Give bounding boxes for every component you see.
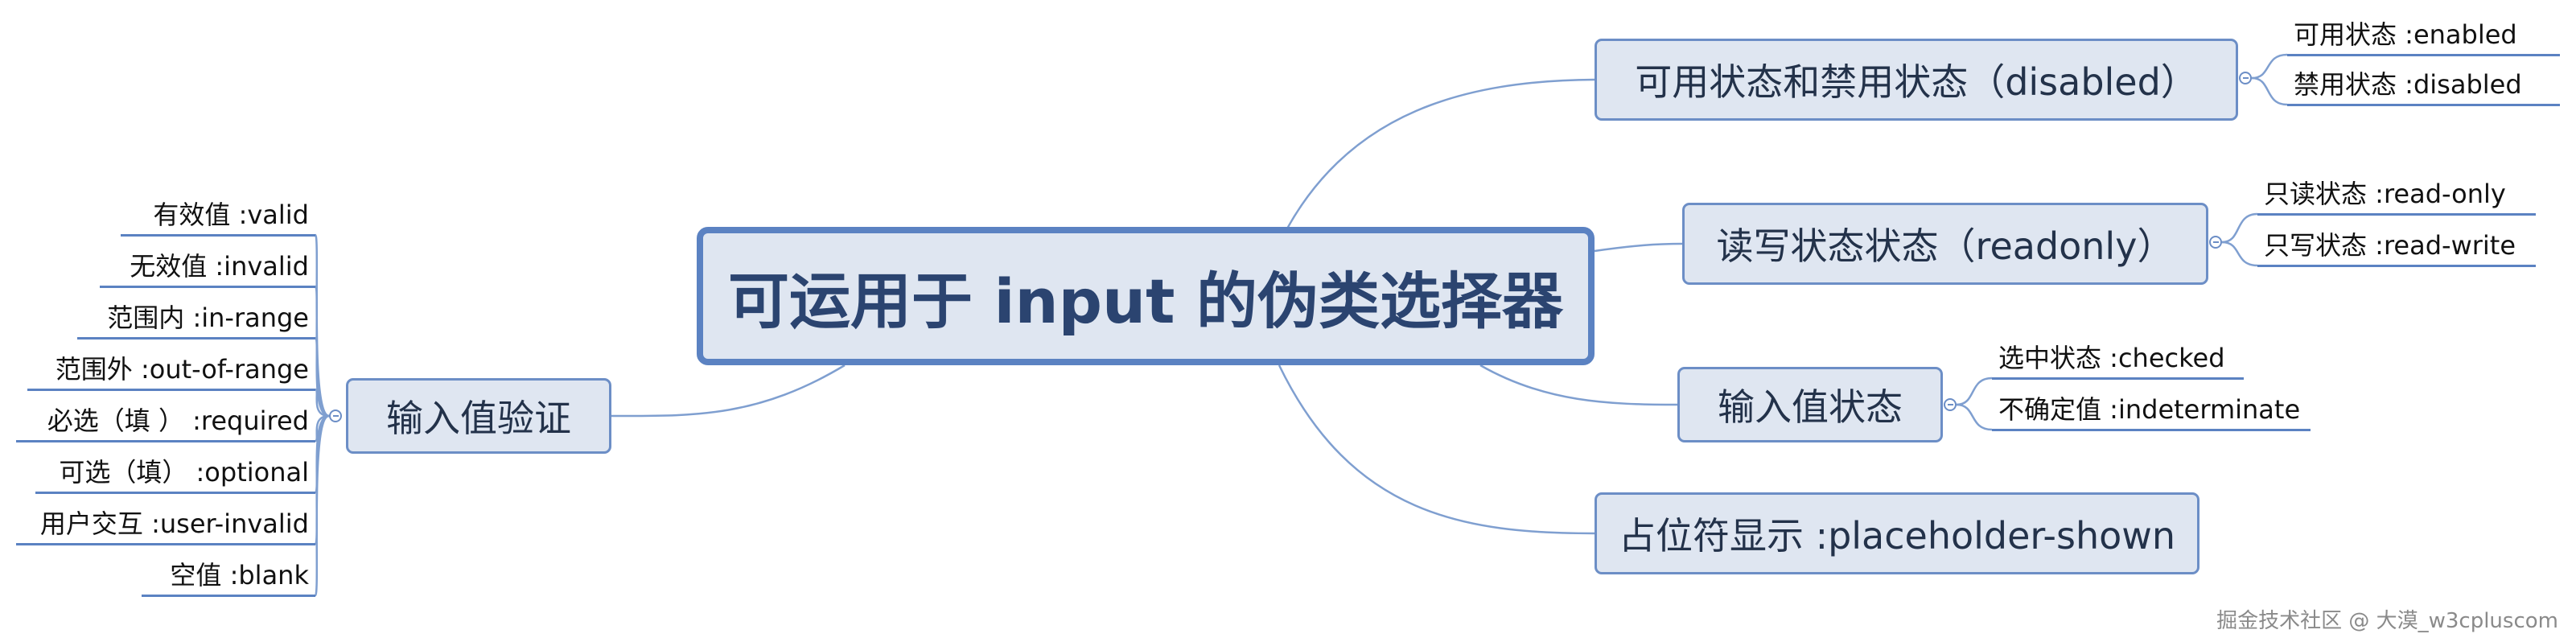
leaf-indeterminate-label: 不确定值 :indeterminate — [1998, 393, 2301, 425]
leaf-out-of-range-label: 范围外 :out-of-range — [55, 353, 309, 385]
connector-root-disabled — [1286, 78, 1595, 229]
leaf-enabled[interactable]: 可用状态 :enabled — [2287, 11, 2560, 56]
leaf-read-only-label: 只读状态 :read-only — [2264, 178, 2506, 209]
root-topic[interactable]: 可运用于 input 的伪类选择器 — [697, 227, 1595, 365]
collapse-toggle-icon[interactable] — [1944, 398, 1957, 411]
leaf-required[interactable]: 必选（填 ） :required — [16, 397, 315, 442]
leaf-read-only[interactable]: 只读状态 :read-only — [2257, 171, 2536, 216]
topic-placeholder-shown-label: 占位符显示 :placeholder-shown — [1618, 514, 2176, 558]
connector-disabled-leaf-1 — [2251, 76, 2288, 106]
collapse-toggle-icon[interactable] — [329, 409, 342, 422]
connector-readonly-leaf-0 — [2221, 212, 2258, 244]
collapse-toggle-icon[interactable] — [2239, 72, 2252, 84]
leaf-user-invalid[interactable]: 用户交互 :user-invalid — [16, 500, 315, 545]
connector-input-state-leaf-0 — [1956, 377, 1993, 406]
topic-input-value-state[interactable]: 输入值状态 — [1677, 367, 1943, 442]
leaf-enabled-label: 可用状态 :enabled — [2294, 19, 2517, 50]
connector-root-validation — [611, 364, 846, 418]
leaf-optional-label: 可选（填） :optional — [59, 456, 309, 488]
topic-disabled-state-label: 可用状态和禁用状态（disabled） — [1635, 60, 2198, 104]
leaf-required-label: 必选（填 ） :required — [47, 405, 309, 436]
collapse-toggle-icon[interactable] — [2209, 236, 2222, 249]
leaf-checked[interactable]: 选中状态 :checked — [1992, 335, 2244, 380]
leaf-invalid-label: 无效值 :invalid — [130, 250, 309, 282]
leaf-out-of-range[interactable]: 范围外 :out-of-range — [27, 346, 315, 391]
connector-root-input-state — [1479, 364, 1678, 406]
leaf-disabled[interactable]: 禁用状态 :disabled — [2287, 61, 2560, 106]
connector-readonly-leaf-1 — [2221, 241, 2258, 267]
connector-disabled-leaf-0 — [2251, 53, 2288, 80]
leaf-disabled-label: 禁用状态 :disabled — [2294, 68, 2522, 100]
topic-placeholder-shown[interactable]: 占位符显示 :placeholder-shown — [1595, 492, 2199, 574]
connector-validation-leaf-7 — [314, 414, 330, 597]
watermark: 掘金技术社区 @ 大漠_w3cpluscom — [2216, 609, 2558, 633]
topic-input-validation-label: 输入值验证 — [386, 397, 571, 440]
leaf-in-range-label: 范围内 :in-range — [107, 302, 309, 333]
root-topic-label: 可运用于 input 的伪类选择器 — [728, 265, 1563, 337]
leaf-in-range[interactable]: 范围内 :in-range — [77, 294, 315, 340]
connector-root-placeholder — [1278, 364, 1595, 535]
connector-input-state-leaf-1 — [1956, 403, 1993, 431]
topic-input-validation[interactable]: 输入值验证 — [346, 378, 611, 454]
leaf-invalid[interactable]: 无效值 :invalid — [100, 243, 315, 288]
leaf-optional[interactable]: 可选（填） :optional — [35, 449, 315, 494]
leaf-valid[interactable]: 有效值 :valid — [121, 191, 315, 237]
leaf-read-write-label: 只写状态 :read-write — [2264, 229, 2516, 261]
connector-validation-leaf-3 — [314, 388, 330, 418]
leaf-indeterminate[interactable]: 不确定值 :indeterminate — [1992, 386, 2311, 431]
leaf-blank[interactable]: 空值 :blank — [142, 552, 315, 597]
topic-readonly-state[interactable]: 读写状态状态（readonly） — [1682, 203, 2208, 285]
topic-disabled-state[interactable]: 可用状态和禁用状态（disabled） — [1595, 39, 2238, 121]
topic-input-value-state-label: 输入值状态 — [1718, 385, 1903, 429]
connector-root-readonly — [1594, 242, 1683, 253]
leaf-user-invalid-label: 用户交互 :user-invalid — [39, 508, 309, 539]
leaf-read-write[interactable]: 只写状态 :read-write — [2257, 222, 2536, 267]
leaf-checked-label: 选中状态 :checked — [1998, 342, 2225, 373]
leaf-valid-label: 有效值 :valid — [153, 199, 309, 230]
topic-readonly-state-label: 读写状态状态（readonly） — [1716, 224, 2175, 268]
connector-validation-leaf-2 — [314, 336, 330, 418]
leaf-blank-label: 空值 :blank — [170, 559, 309, 591]
